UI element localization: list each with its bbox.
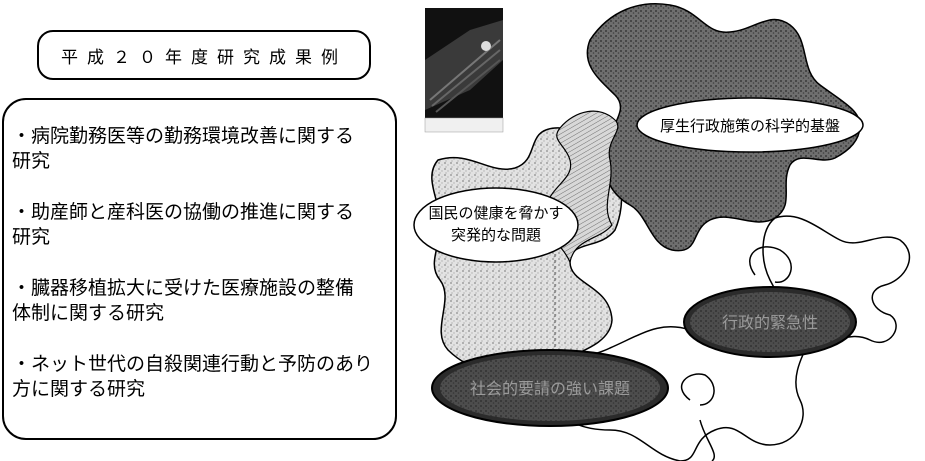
- result-item-2-line1: ・助産師と産科医の協働の推進に関する: [12, 201, 355, 223]
- page-title: 平成２０年度研究成果例: [61, 47, 347, 68]
- label-middle-line2: 突発的な問題: [451, 226, 541, 244]
- result-item-1: ・病院勤務医等の勤務環境改善に関する 研究: [12, 124, 387, 174]
- title-box: 平成２０年度研究成果例: [37, 30, 371, 80]
- label-dark-bottom-text: 社会的要請の強い課題: [470, 379, 630, 398]
- label-middle-line1: 国民の健康を脅かす: [428, 204, 563, 222]
- label-ellipse-top: 厚生行政施策の科学的基盤: [636, 97, 864, 153]
- result-item-1-line2: 研究: [12, 150, 51, 172]
- label-ellipse-dark-right: 行政的緊急性: [683, 286, 857, 358]
- photo-thumbnail: [424, 8, 504, 133]
- result-item-3: ・臓器移植拡大に受けた医療施設の整備 体制に関する研究: [12, 276, 387, 326]
- result-item-3-line1: ・臓器移植拡大に受けた医療施設の整備: [12, 277, 355, 299]
- result-item-4: ・ネット世代の自殺関連行動と予防のあり 方に関する研究: [12, 352, 387, 402]
- results-box: ・病院勤務医等の勤務環境改善に関する 研究 ・助産師と産科医の協働の推進に関する…: [2, 98, 397, 440]
- label-ellipse-middle: 国民の健康を脅かす 突発的な問題: [413, 187, 579, 263]
- result-item-3-line2: 体制に関する研究: [12, 302, 165, 324]
- puzzle-diagram: 厚生行政施策の科学的基盤 国民の健康を脅かす 突発的な問題 行政的緊急性 社会的…: [413, 3, 911, 461]
- result-item-2-line2: 研究: [12, 226, 51, 248]
- label-top-text: 厚生行政施策の科学的基盤: [660, 117, 840, 135]
- result-item-1-line1: ・病院勤務医等の勤務環境改善に関する: [12, 125, 355, 147]
- result-item-4-line1: ・ネット世代の自殺関連行動と予防のあり: [12, 353, 374, 375]
- result-item-4-line2: 方に関する研究: [12, 378, 146, 400]
- label-dark-right-text: 行政的緊急性: [722, 313, 818, 332]
- label-ellipse-dark-bottom: 社会的要請の強い課題: [431, 349, 669, 427]
- result-item-2: ・助産師と産科医の協働の推進に関する 研究: [12, 200, 387, 250]
